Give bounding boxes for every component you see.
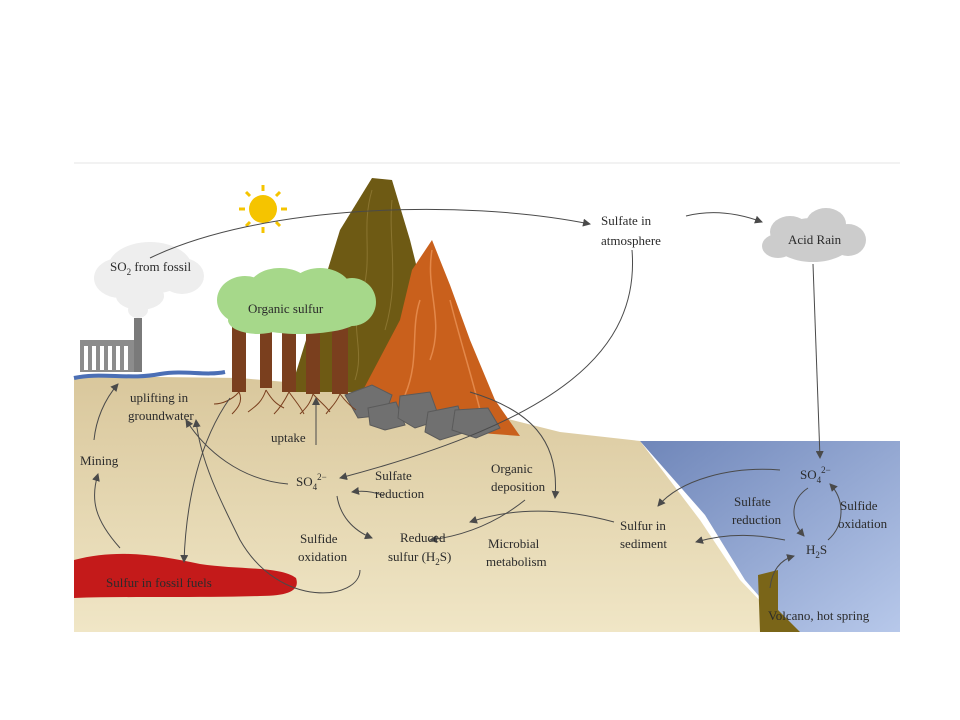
label-mining: Mining — [80, 453, 119, 468]
groundwater-stream — [73, 370, 226, 380]
label-sulfur-in-fossil-fuels: Sulfur in fossil fuels — [106, 575, 212, 590]
label-sulfur-in-sediment: Sulfur in sediment — [620, 518, 669, 551]
smoke-cloud — [94, 242, 204, 318]
acid-rain-cloud — [762, 208, 866, 262]
forest — [213, 268, 376, 415]
mountain-orange — [362, 240, 520, 436]
label-so2-from-fossil: SO2 from fossil — [110, 259, 191, 277]
label-organic-deposition: Organic deposition — [491, 461, 546, 494]
sun-icon — [239, 185, 287, 233]
factory — [80, 318, 142, 372]
label-h2s-ocean: H2S — [806, 542, 827, 560]
label-sulfate-reduction-ocean: Sulfate reduction — [732, 494, 782, 527]
land-ground — [74, 376, 790, 632]
label-organic-sulfur: Organic sulfur — [248, 301, 324, 316]
fossil-fuel-deposit — [74, 553, 297, 598]
label-sulfide-oxidation-land: Sulfide oxidation — [298, 531, 348, 564]
label-so4-ocean: SO42− — [800, 465, 831, 485]
cycle-arrows — [92, 208, 842, 594]
label-so4-land: SO42− — [296, 472, 327, 492]
label-volcano-hot-spring: Volcano, hot spring — [768, 608, 870, 623]
label-reduced-sulfur: Reduced sulfur (H2S) — [388, 530, 451, 567]
label-sulfate-reduction-land: Sulfate reduction — [375, 468, 425, 501]
mountain-orange-ridges — [404, 249, 481, 411]
volcano-vent — [758, 570, 800, 632]
label-microbial-metabolism: Microbial metabolism — [486, 536, 547, 569]
label-uplifting-groundwater: uplifting in groundwater — [128, 390, 194, 423]
label-uptake: uptake — [271, 430, 306, 445]
label-sulfide-oxidation-ocean: Sulfide oxidation — [838, 498, 888, 531]
label-sulfate-in-atmosphere: Sulfate in atmosphere — [601, 213, 661, 248]
rocks — [344, 384, 501, 441]
label-acid-rain: Acid Rain — [788, 232, 842, 247]
